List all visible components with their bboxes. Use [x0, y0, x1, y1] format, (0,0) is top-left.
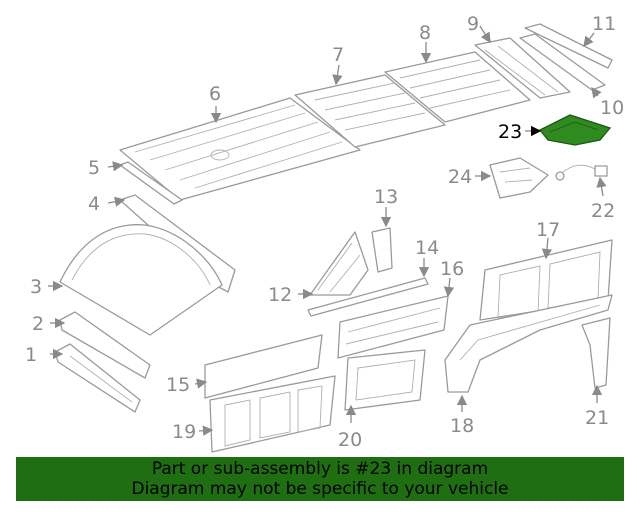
callout-21: 21	[585, 407, 609, 429]
callout-13: 13	[374, 186, 398, 208]
door-panel-20	[344, 349, 426, 411]
roof-panel-front	[384, 51, 531, 123]
callout-22: 22	[591, 200, 615, 222]
callout-19: 19	[172, 421, 196, 443]
callout-11: 11	[592, 13, 616, 35]
wire-harness-22	[555, 164, 608, 181]
callout-18: 18	[450, 415, 474, 437]
callout-17: 17	[536, 219, 560, 241]
roof-rail-5	[119, 161, 183, 205]
banner-line-disclaimer: Diagram may not be specific to your vehi…	[131, 479, 509, 499]
callout-9: 9	[467, 13, 479, 35]
callout-1: 1	[25, 344, 37, 366]
roof-panel-middle	[294, 74, 446, 148]
side-molding-14	[307, 277, 429, 317]
front-header-rail	[519, 23, 613, 91]
pillar-reinforcement-21	[581, 317, 611, 389]
pillar-13	[371, 227, 393, 273]
roof-panel-rear	[119, 97, 361, 201]
info-banner: Part or sub-assembly is #23 in diagram D…	[16, 457, 624, 501]
inner-panel-18	[444, 294, 613, 393]
banner-line-part: Part or sub-assembly is #23 in diagram	[151, 459, 489, 479]
roof-bow	[474, 37, 571, 99]
callout-7: 7	[332, 44, 344, 66]
cowl-grille-1	[54, 343, 141, 413]
quarter-window-12	[309, 231, 369, 296]
callout-5: 5	[88, 157, 100, 179]
callout-10: 10	[600, 97, 624, 119]
lower-side-panel-19	[209, 375, 336, 453]
upper-side-panel-16	[337, 295, 449, 359]
parts-diagram: 1 2 3 4 5 6 7 8 9 10 11 12 13 14 15 16 1…	[25, 13, 624, 453]
bracket-24	[489, 157, 549, 199]
callout-2: 2	[32, 313, 44, 335]
callout-23: 23	[498, 121, 522, 143]
callout-8: 8	[419, 22, 431, 44]
callout-24: 24	[448, 166, 472, 188]
highlighted-part-23	[538, 114, 612, 146]
callout-16: 16	[440, 258, 464, 280]
callout-14: 14	[415, 237, 439, 259]
callout-20: 20	[338, 429, 362, 451]
leader-lines	[48, 25, 607, 436]
callout-15: 15	[166, 374, 190, 396]
callout-12: 12	[268, 284, 292, 306]
callout-6: 6	[209, 83, 221, 105]
windshield-3	[59, 224, 223, 336]
callout-4: 4	[88, 193, 100, 215]
callout-labels: 1 2 3 4 5 6 7 8 9 10 11 12 13 14 15 16 1…	[25, 13, 624, 451]
callout-3: 3	[30, 276, 42, 298]
cowl-panel-2	[59, 311, 151, 379]
